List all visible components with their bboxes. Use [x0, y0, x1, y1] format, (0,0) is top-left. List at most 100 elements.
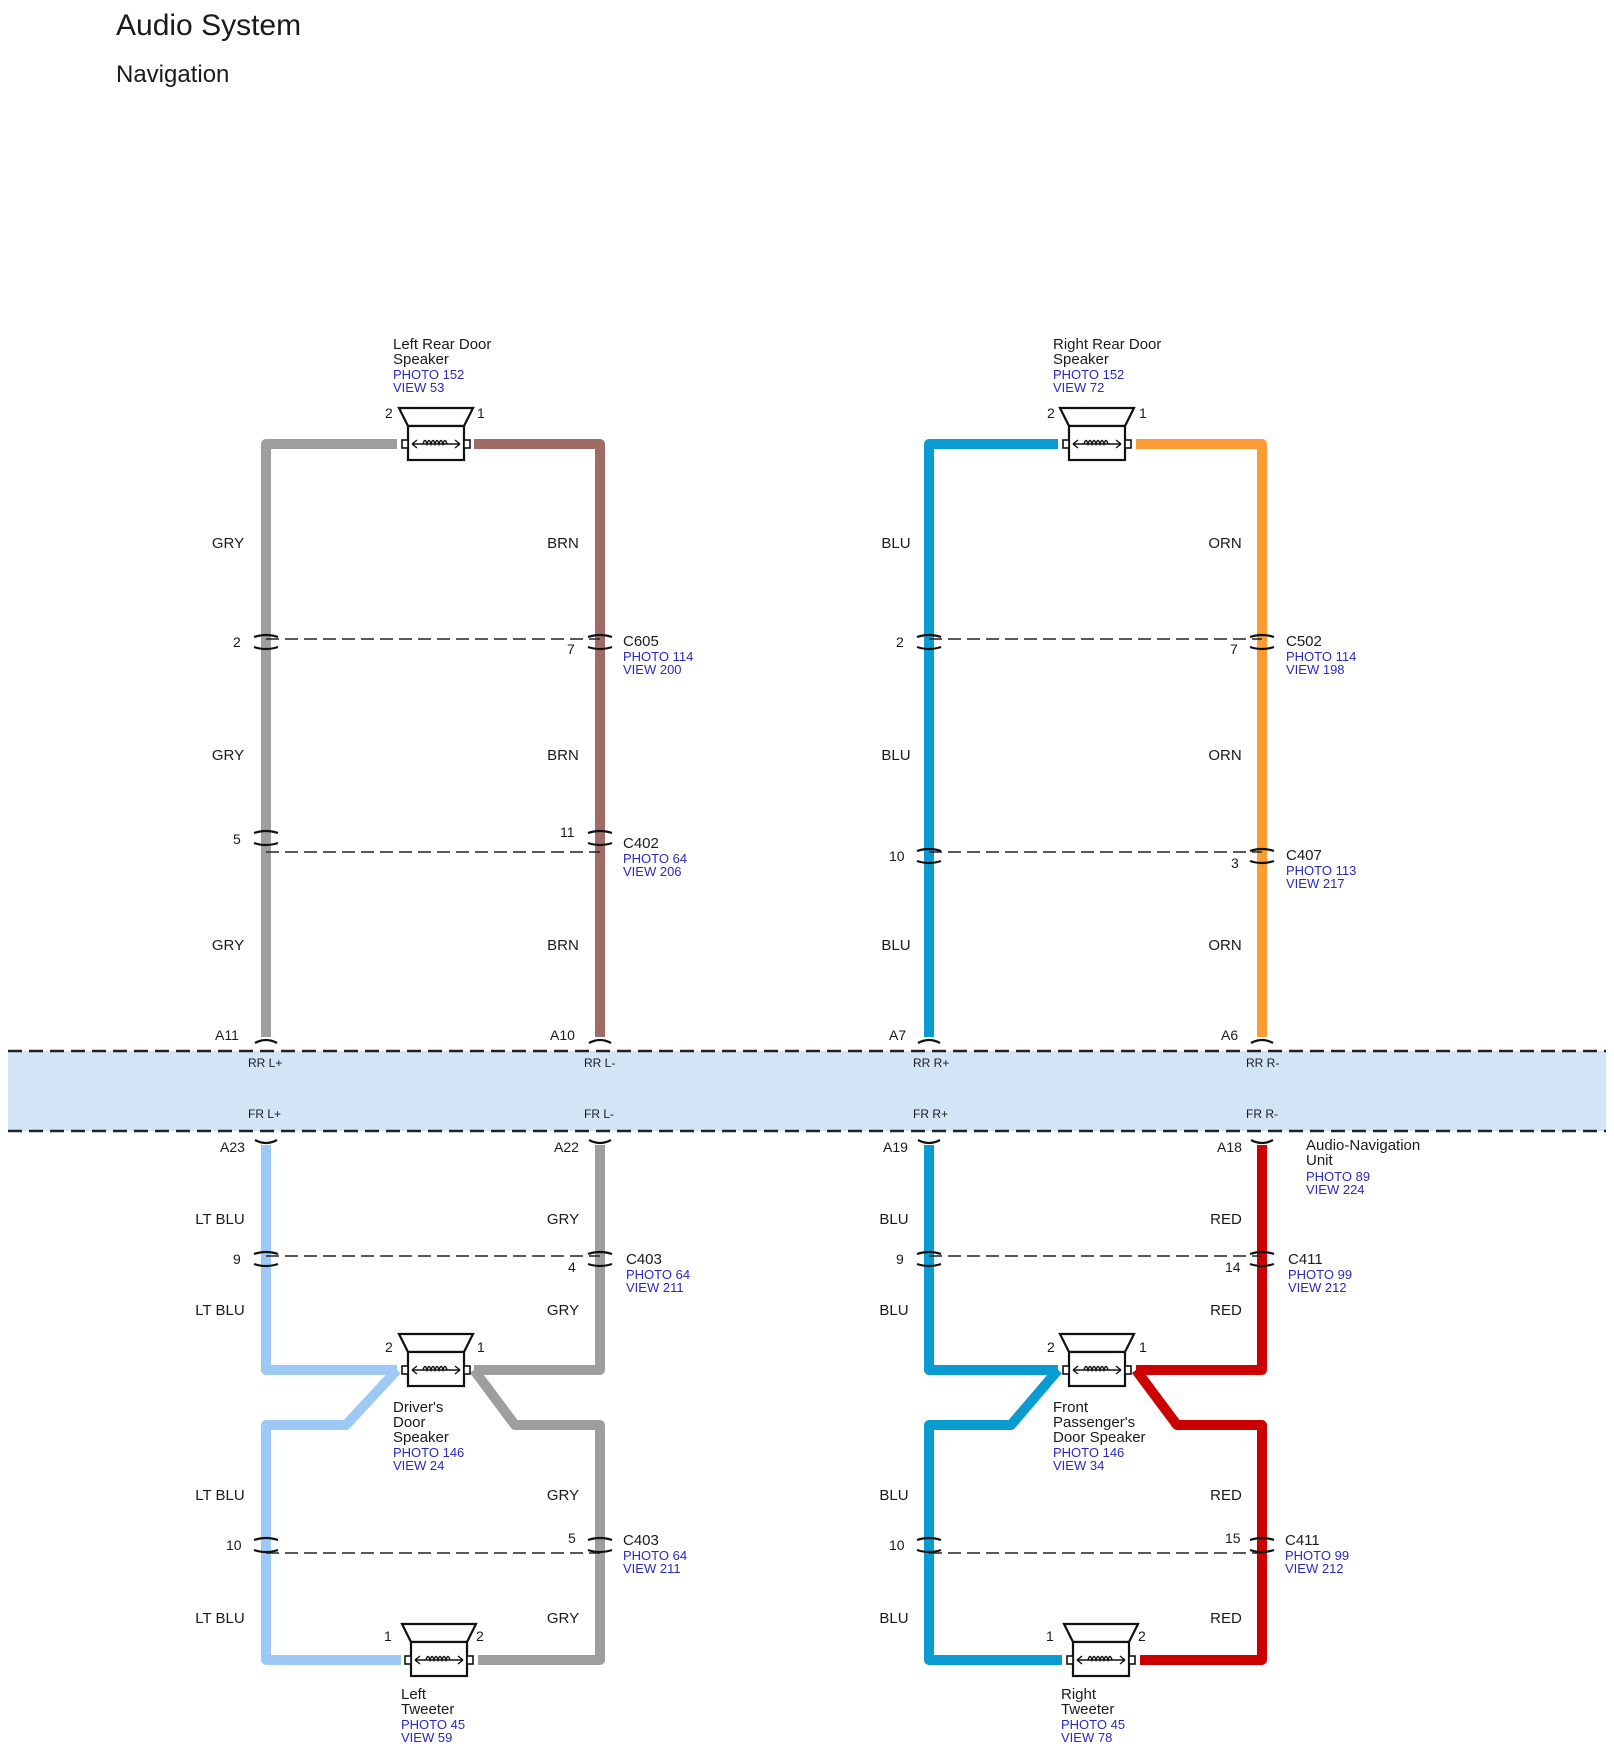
pin-break-c502-left: [916, 633, 942, 651]
wire-color-label: ORN: [1208, 937, 1241, 954]
connector-view-ref[interactable]: VIEW 200: [623, 662, 682, 677]
wire-color-label: GRY: [212, 937, 244, 954]
component-view-ref[interactable]: VIEW 53: [393, 380, 444, 395]
pin-cap-unit-top: [254, 1038, 1274, 1044]
connector-photo-ref[interactable]: PHOTO 64: [626, 1267, 690, 1282]
wire-color-label: GRY: [547, 1302, 579, 1319]
connector-view-ref[interactable]: VIEW 198: [1286, 662, 1345, 677]
wire-color-label: GRY: [547, 1211, 579, 1228]
component-photo-ref[interactable]: PHOTO 45: [401, 1717, 465, 1732]
component-view-ref[interactable]: VIEW 24: [393, 1458, 444, 1473]
wire-color-label: ORN: [1208, 747, 1241, 764]
connector-name: C407: [1286, 847, 1322, 864]
left-rear-door-speaker: 2 1 Left Rear Door Speaker PHOTO 152 VIE…: [385, 336, 491, 462]
pin-label: A6: [1221, 1027, 1238, 1043]
pin-break-c403a-left: [253, 1250, 279, 1268]
connector-photo-ref[interactable]: PHOTO 114: [1286, 649, 1356, 664]
tweeter-icon: [400, 1622, 478, 1678]
drivers-door-speaker: 2 1 Driver's Door Speaker PHOTO 146 VIEW…: [385, 1332, 485, 1473]
wire-orn-rr-right-minus: [1136, 439, 1267, 1037]
component-photo-ref[interactable]: PHOTO 152: [393, 367, 464, 382]
component-view-ref[interactable]: VIEW 78: [1061, 1730, 1112, 1745]
pin-label: 2: [896, 634, 904, 650]
connector-view-ref[interactable]: VIEW 212: [1285, 1561, 1344, 1576]
component-view-ref[interactable]: VIEW 59: [401, 1730, 452, 1745]
wire-color-label: LT BLU: [195, 1487, 244, 1504]
wire-color-label: BRN: [547, 747, 579, 764]
connector-photo-ref[interactable]: PHOTO 99: [1288, 1267, 1352, 1282]
connector-view-ref[interactable]: VIEW 206: [623, 864, 682, 879]
wire-color-label: BLU: [881, 535, 910, 552]
unit-name-line: Audio-Navigation: [1306, 1137, 1420, 1154]
pin-label: 1: [384, 1628, 392, 1644]
pin-label: 2: [476, 1628, 484, 1644]
connector-pin-symbols: [253, 633, 1275, 1554]
connector-view-ref[interactable]: VIEW 211: [623, 1561, 681, 1576]
component-view-ref[interactable]: VIEW 72: [1053, 380, 1104, 395]
terminal-label: RR L+: [248, 1056, 282, 1070]
wire-color-label: BLU: [879, 1302, 908, 1319]
right-rear-door-speaker: 2 1 Right Rear Door Speaker PHOTO 152 VI…: [1047, 336, 1161, 462]
wires: [261, 439, 1267, 1665]
unit-band: [8, 1051, 1606, 1131]
wire-gry-fr-left-minus: [474, 1145, 605, 1375]
component-name-line: Speaker: [393, 1429, 449, 1446]
component-name-line: Right: [1061, 1686, 1097, 1703]
connector-photo-ref[interactable]: PHOTO 64: [623, 1548, 687, 1563]
pin-label: 11: [560, 824, 575, 840]
wire-color-label: BLU: [879, 1610, 908, 1627]
unit-photo-ref[interactable]: PHOTO 89: [1306, 1169, 1370, 1184]
wire-gry-tweeter-left: [469, 1367, 605, 1665]
pin-label: 5: [568, 1530, 576, 1546]
component-photo-ref[interactable]: PHOTO 45: [1061, 1717, 1125, 1732]
pin-label: 2: [1047, 1339, 1055, 1355]
component-photo-ref[interactable]: PHOTO 152: [1053, 367, 1124, 382]
left-tweeter: 1 2 Left Tweeter PHOTO 45 VIEW 59: [384, 1622, 484, 1745]
connector-photo-ref[interactable]: PHOTO 114: [623, 649, 693, 664]
component-photo-ref[interactable]: PHOTO 146: [1053, 1445, 1124, 1460]
pin-break-c605-right: [587, 633, 613, 651]
wire-color-label: BRN: [547, 937, 579, 954]
pin-label: 7: [567, 641, 575, 657]
pin-label: 9: [896, 1251, 904, 1267]
component-name-line: Left: [401, 1686, 427, 1703]
wire-blu-tweeter-right: [924, 1366, 1062, 1665]
pin-label: 2: [385, 405, 393, 421]
connector-photo-ref[interactable]: PHOTO 99: [1285, 1548, 1349, 1563]
wire-color-label: BLU: [879, 1211, 908, 1228]
wire-brn-rr-left-minus: [474, 439, 605, 1037]
pin-label: 3: [1231, 855, 1239, 871]
wire-red-fr-right-minus: [1136, 1145, 1267, 1375]
pin-label: 1: [477, 405, 485, 421]
terminal-label: FR R-: [1246, 1107, 1278, 1121]
component-view-ref[interactable]: VIEW 34: [1053, 1458, 1104, 1473]
pin-label: 2: [233, 634, 241, 650]
connector-name: C502: [1286, 633, 1322, 650]
component-photo-ref[interactable]: PHOTO 146: [393, 1445, 464, 1460]
speaker-icon: [397, 1332, 475, 1388]
unit-view-ref[interactable]: VIEW 224: [1306, 1182, 1365, 1197]
pin-label: 10: [889, 1537, 905, 1553]
wire-color-label: GRY: [547, 1487, 579, 1504]
connector-view-ref[interactable]: VIEW 212: [1288, 1280, 1347, 1295]
wire-color-labels: GRY GRY GRY BRN BRN BRN BLU BLU BLU ORN …: [195, 535, 1242, 1627]
pin-label: 2: [1047, 405, 1055, 421]
wire-color-label: LT BLU: [195, 1610, 244, 1627]
wire-color-label: RED: [1210, 1610, 1242, 1627]
wire-color-label: BLU: [881, 937, 910, 954]
pin-label: 1: [477, 1339, 485, 1355]
connector-photo-ref[interactable]: PHOTO 64: [623, 851, 687, 866]
component-name-line: Driver's: [393, 1399, 443, 1416]
pin-label: A19: [883, 1139, 908, 1155]
connector-view-ref[interactable]: VIEW 217: [1286, 876, 1345, 891]
wire-color-label: RED: [1210, 1302, 1242, 1319]
connector-name: C403: [626, 1251, 662, 1268]
connector-photo-ref[interactable]: PHOTO 113: [1286, 863, 1356, 878]
connector-view-ref[interactable]: VIEW 211: [626, 1280, 684, 1295]
tweeter-icon: [1062, 1622, 1140, 1678]
pin-label: 2: [1138, 1628, 1146, 1644]
wire-ltblu-fr-left-plus: [261, 1145, 397, 1375]
page-subtitle: Navigation: [116, 61, 229, 88]
speaker-icon: [397, 406, 475, 462]
pin-break-c403a-right: [587, 1250, 613, 1268]
